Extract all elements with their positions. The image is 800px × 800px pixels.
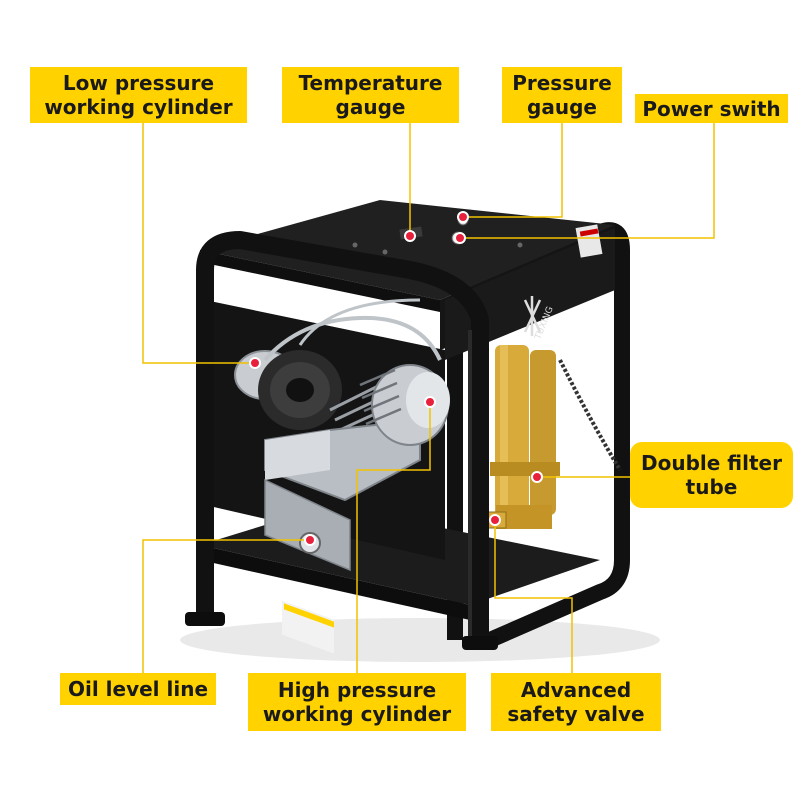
label-safety-valve: Advanced safety valve — [491, 673, 661, 731]
label-power-switch: Power swith — [635, 94, 788, 123]
label-low-pressure-cylinder: Low pressure working cylinder — [30, 67, 247, 123]
leader-oil-level-line — [142, 539, 310, 673]
leader-low-pressure-cylinder — [142, 123, 255, 364]
leader-safety-valve — [494, 520, 573, 673]
marker-dots — [249, 211, 543, 546]
label-oil-level-line: Oil level line — [60, 673, 216, 705]
leader-power-switch — [460, 123, 715, 239]
dot-power-switch — [454, 232, 466, 244]
brand-logo-icon — [523, 296, 542, 336]
label-high-pressure-cylinder: High pressure working cylinder — [248, 673, 466, 731]
leader-high-pressure-cylinder — [356, 402, 431, 673]
leader-pressure-gauge — [463, 123, 563, 218]
label-double-filter-tube: Double filter tube — [630, 442, 793, 508]
label-temperature-gauge: Temperature gauge — [282, 67, 459, 123]
dot-pressure-gauge — [457, 211, 469, 223]
label-pressure-gauge: Pressure gauge — [502, 67, 622, 123]
dot-double-filter-tube — [531, 471, 543, 483]
dot-low-pressure-cylinder — [249, 357, 261, 369]
dot-safety-valve — [489, 514, 501, 526]
warning-label-icon — [282, 600, 334, 654]
dot-high-pressure-cylinder — [424, 396, 436, 408]
leader-lines — [142, 123, 715, 673]
compressor-icon: TUXING — [180, 200, 660, 662]
dot-temperature-gauge — [404, 230, 416, 242]
dot-oil-level-line — [304, 534, 316, 546]
